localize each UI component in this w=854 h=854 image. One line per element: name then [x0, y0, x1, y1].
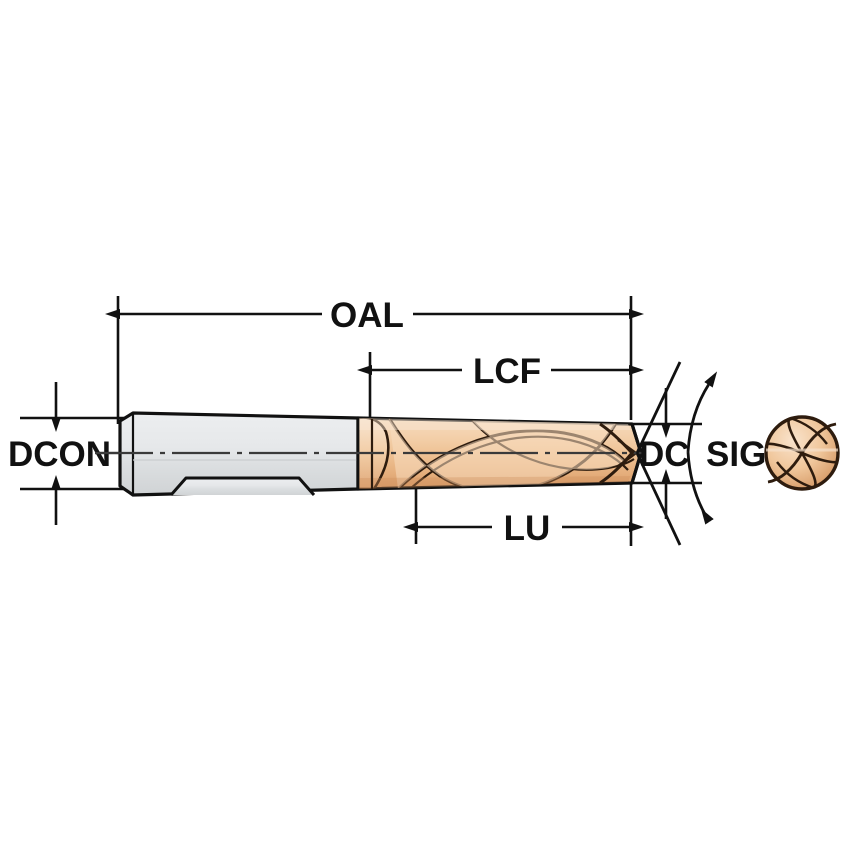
- dimension-sig: [635, 361, 718, 546]
- end-view-cross-section: [764, 415, 840, 491]
- dimension-label-oal: OAL: [330, 296, 404, 335]
- dimension-label-sig: SIG: [706, 435, 766, 474]
- part-shank-region: [118, 410, 360, 498]
- dimension-lcf: [357, 352, 644, 424]
- dimension-label-dc: DC: [639, 435, 690, 474]
- part-body-region: [358, 414, 644, 490]
- dimension-label-dcon: DCON: [8, 435, 111, 474]
- part-end-view-region: [764, 415, 840, 491]
- dimension-label-lu: LU: [504, 509, 551, 548]
- dimension-label-lcf: LCF: [473, 352, 541, 391]
- dimension-oal: [105, 296, 644, 424]
